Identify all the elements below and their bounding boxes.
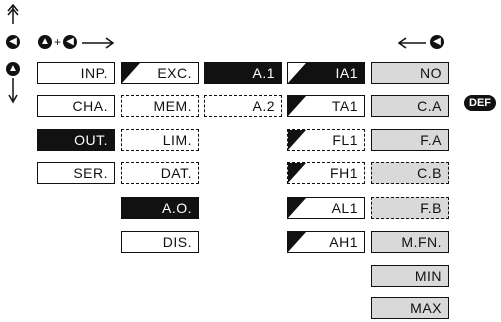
left-arrow-icon xyxy=(397,36,428,49)
menu-ah1[interactable]: AH1 xyxy=(287,231,365,253)
menu-dat[interactable]: DAT. xyxy=(121,162,199,184)
menu-fl1[interactable]: FL1 xyxy=(287,129,365,151)
left-button-icon[interactable]: ◀ xyxy=(6,35,20,49)
right-arrow-icon xyxy=(80,36,116,49)
menu-a1[interactable]: A.1 xyxy=(204,62,282,84)
menu-mem[interactable]: MEM. xyxy=(121,95,199,117)
menu-a2[interactable]: A.2 xyxy=(204,95,282,117)
menu-cb[interactable]: C.B xyxy=(371,162,449,184)
left-button-icon[interactable]: ◀ xyxy=(430,35,444,49)
notch-marker xyxy=(288,63,306,83)
menu-ao[interactable]: A.O. xyxy=(121,197,199,219)
menu-ca[interactable]: C.A xyxy=(371,95,449,117)
plus-sign: + xyxy=(54,35,62,49)
down-arrow-icon xyxy=(8,78,18,104)
menu-min[interactable]: MIN xyxy=(371,265,449,287)
menu-inp[interactable]: INP. xyxy=(37,62,115,84)
notch-marker xyxy=(288,163,306,183)
menu-lim[interactable]: LIM. xyxy=(121,129,199,151)
menu-exc[interactable]: EXC. xyxy=(121,62,199,84)
menu-no[interactable]: NO xyxy=(371,62,449,84)
up-button-icon[interactable]: ▲ xyxy=(38,35,52,49)
menu-ia1[interactable]: IA1 xyxy=(287,62,365,84)
menu-out[interactable]: OUT. xyxy=(37,129,115,151)
notch-marker xyxy=(288,198,306,218)
notch-marker xyxy=(288,130,306,150)
menu-al1[interactable]: AL1 xyxy=(287,197,365,219)
menu-dis[interactable]: DIS. xyxy=(121,231,199,253)
menu-cha[interactable]: CHA. xyxy=(37,95,115,117)
up-button-icon[interactable]: ▲ xyxy=(6,62,20,76)
notch-marker xyxy=(122,63,140,83)
notch-marker xyxy=(288,232,306,252)
left-button-icon[interactable]: ◀ xyxy=(63,35,77,49)
notch-marker xyxy=(288,96,306,116)
menu-fa[interactable]: F.A xyxy=(371,129,449,151)
menu-max[interactable]: MAX xyxy=(371,297,449,319)
up-double-arrow-icon xyxy=(6,2,20,26)
def-badge: DEF xyxy=(464,95,496,111)
menu-ser[interactable]: SER. xyxy=(37,162,115,184)
menu-ta1[interactable]: TA1 xyxy=(287,95,365,117)
menu-fh1[interactable]: FH1 xyxy=(287,162,365,184)
menu-fb[interactable]: F.B xyxy=(371,197,449,219)
menu-mfn[interactable]: M.FN. xyxy=(371,231,449,253)
